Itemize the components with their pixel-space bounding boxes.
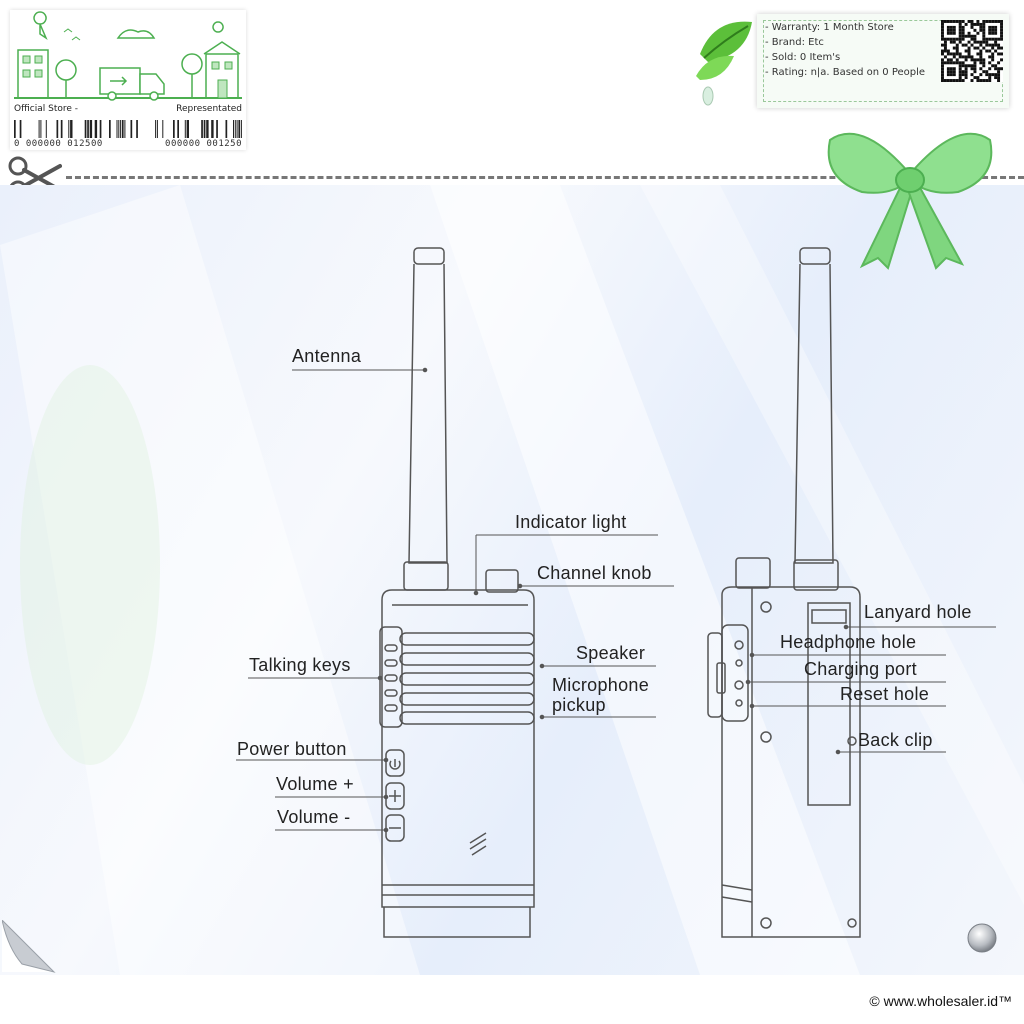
barcode-graphic: [14, 120, 242, 138]
label-pickup: pickup: [552, 695, 606, 715]
walkie-talkie-diagram: [236, 247, 996, 938]
brand-text: - Brand: Etc: [765, 37, 824, 48]
qr-code-icon: [941, 20, 1003, 82]
product-info-box: - Warranty: 1 Month Store - Brand: Etc -…: [757, 14, 1009, 108]
back-radio: [707, 247, 861, 938]
official-store-label: Official Store -: [14, 104, 79, 114]
label-speaker: Speaker: [576, 643, 646, 663]
rating-text: - Rating: n|a. Based on 0 People: [765, 67, 926, 78]
label-lanyard-hole: Lanyard hole: [864, 602, 972, 622]
page-curl-icon[interactable]: [2, 920, 56, 974]
front-radio: [379, 247, 535, 938]
sold-text: - Sold: 0 Item's: [765, 52, 841, 63]
label-charging-port: Charging port: [804, 659, 917, 679]
represented-label: Representated: [176, 104, 242, 114]
barcode-numbers: 0 000000 012500 000000 001250: [14, 139, 242, 149]
label-talking-keys: Talking keys: [249, 655, 351, 675]
store-card: Official Store - Representated 0 000000 …: [10, 10, 246, 150]
label-microphone: Microphone: [552, 675, 650, 695]
label-channel-knob: Channel knob: [537, 563, 652, 583]
bow-icon: [827, 132, 993, 270]
warranty-text: - Warranty: 1 Month Store: [765, 22, 894, 33]
barcode-right-number: 000000 001250: [165, 139, 242, 149]
label-volume-plus: Volume +: [276, 774, 354, 794]
store-banner-illustration: [10, 10, 246, 102]
label-headphone-hole: Headphone hole: [780, 632, 917, 652]
metal-button-icon[interactable]: [966, 922, 998, 954]
barcode-left-number: 0 000000 012500: [14, 139, 103, 149]
label-volume-minus: Volume -: [277, 807, 351, 827]
leaf-icon: [696, 21, 752, 106]
label-antenna: Antenna: [292, 346, 362, 366]
label-back-clip: Back clip: [858, 730, 933, 750]
copyright-footer: © www.wholesaler.id™: [869, 993, 1012, 1009]
store-card-labels: Official Store - Representated: [14, 104, 242, 114]
label-reset-hole: Reset hole: [840, 684, 930, 704]
cut-line: [66, 176, 1024, 179]
product-info-lines: - Warranty: 1 Month Store - Brand: Etc -…: [765, 20, 925, 80]
label-indicator-light: Indicator light: [515, 512, 627, 532]
label-power-button: Power button: [237, 739, 347, 759]
